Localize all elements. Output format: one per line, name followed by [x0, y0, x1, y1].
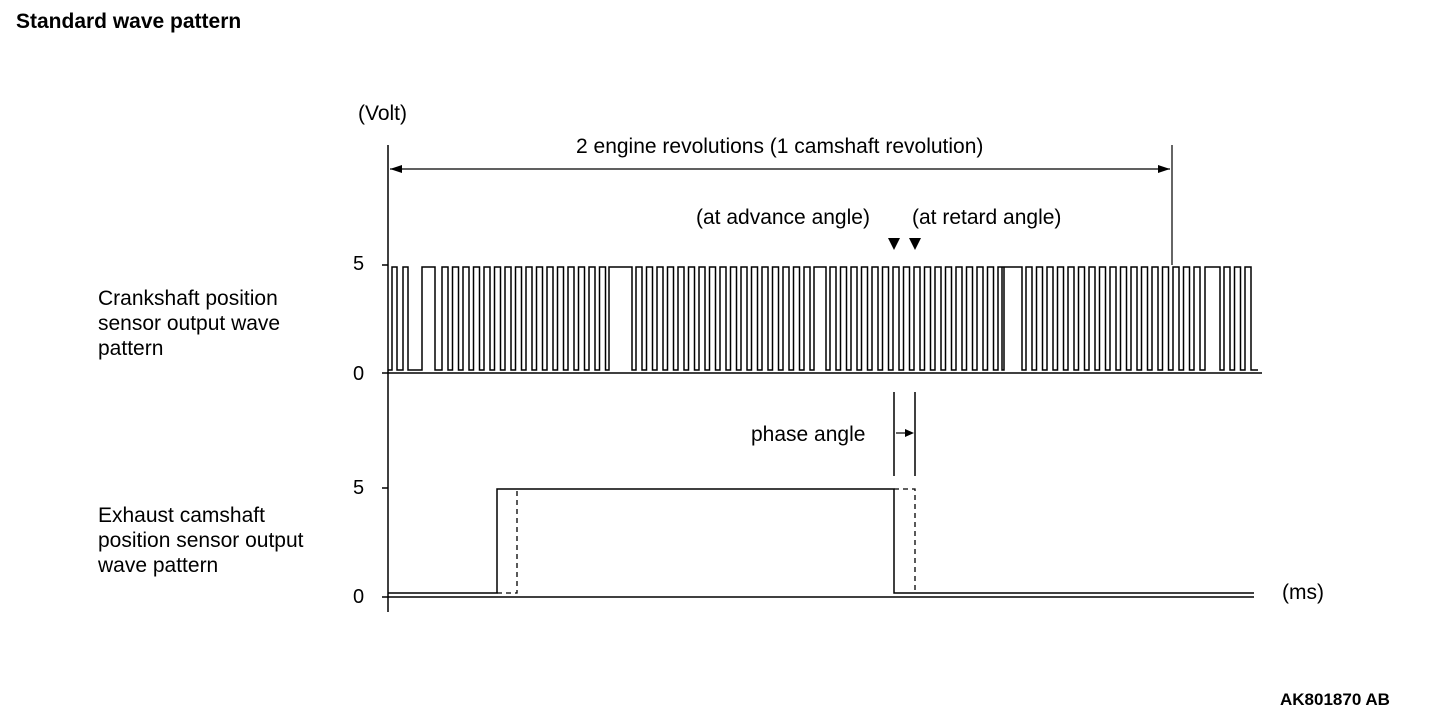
retard-marker-icon	[909, 238, 921, 250]
advance-marker-icon	[888, 238, 900, 250]
cam-label: Exhaust camshaft position sensor output …	[98, 504, 304, 577]
retard-label: (at retard angle)	[912, 206, 1062, 229]
x-axis-unit: (ms)	[1282, 581, 1324, 604]
crank-label: Crankshaft position sensor output wave p…	[98, 287, 281, 360]
span-label: 2 engine revolutions (1 camshaft revolut…	[576, 135, 984, 158]
crank-tick-high-label: 5	[353, 253, 365, 275]
advance-label: (at advance angle)	[696, 206, 870, 229]
span-arrow-left-head	[390, 165, 402, 173]
phase-arrow-head	[905, 429, 914, 437]
y-axis-unit: (Volt)	[358, 102, 408, 125]
cam-tick-high-label: 5	[353, 477, 365, 499]
cam-tick-low-label: 0	[353, 586, 365, 608]
span-arrow-right-head	[1158, 165, 1170, 173]
cam-waveform-retard	[497, 488, 916, 594]
reference-code: AK801870 AB	[1280, 690, 1390, 709]
crank-tick-low-label: 0	[353, 363, 365, 385]
cam-waveform-advance	[388, 488, 1254, 594]
phase-angle-label: phase angle	[751, 423, 866, 446]
crank-waveform	[388, 266, 1258, 371]
page-title: Standard wave pattern	[16, 10, 242, 33]
